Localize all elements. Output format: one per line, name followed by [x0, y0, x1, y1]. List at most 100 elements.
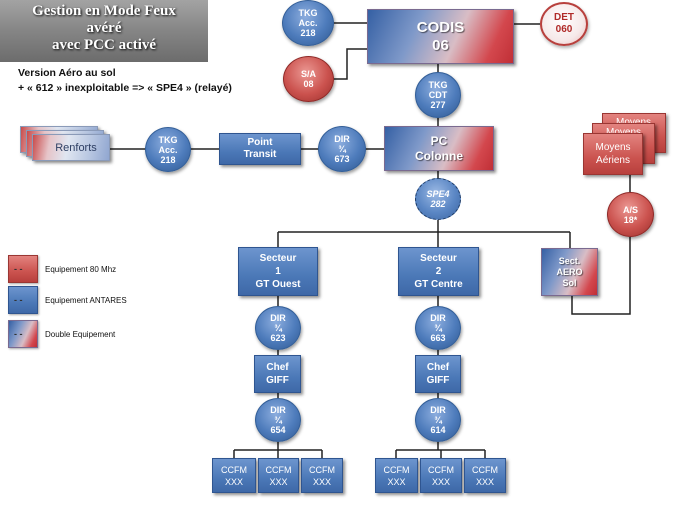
sect-aero-line-1: Sect. [558, 255, 581, 266]
ccfm-1-3-node: CCFM XXX [301, 458, 343, 493]
point-transit-node: Point Transit [219, 133, 301, 165]
title-line-2: avéré [86, 20, 122, 36]
sa-08-line-1: S/A [300, 69, 316, 79]
moyens-aeriens-line-1: Moyens [595, 142, 631, 153]
legend-swatch-antares: - - [8, 286, 38, 314]
dir-614-line-3: 614 [430, 425, 446, 435]
diagram-title-box: Gestion en Mode Feux avéré avec PCC acti… [0, 0, 208, 62]
legend-label-antares: Equipement ANTARES [45, 296, 127, 305]
codis-node: CODIS 06 [367, 9, 514, 64]
det-060-line-2: 060 [555, 24, 573, 35]
as-18-line-1: A/S [622, 204, 638, 215]
chef-giff-2-line-2: GIFF [426, 375, 450, 386]
ccfm-1-1-line-2: XXX [224, 476, 243, 487]
dir-663-line-3: 663 [430, 333, 446, 343]
ccfm-1-2-line-2: XXX [269, 476, 288, 487]
pc-colonne-line-1: PC [430, 133, 448, 148]
moyens-back-label-1: Moyens [616, 117, 651, 128]
chef-giff-2-line-1: Chef [426, 362, 450, 373]
ccfm-2-1-node: CCFM XXX [375, 458, 418, 493]
secteur-1-node: Secteur 1 GT Ouest [238, 247, 318, 296]
pc-colonne-node: PC Colonne [384, 126, 494, 171]
secteur-1-line-2: 1 [275, 266, 281, 277]
as-18-node: A/S 18* [607, 192, 654, 237]
secteur-2-line-3: GT Centre [414, 279, 463, 290]
legend-swatch-double: - - [8, 320, 38, 348]
dir-673-line-3: 673 [334, 154, 350, 164]
dir-654-line-2: ¾ [274, 415, 282, 425]
version-note: Version Aéro au sol [18, 67, 116, 79]
ccfm-1-3-line-1: CCFM [309, 464, 335, 475]
ccfm-1-1-line-1: CCFM [221, 464, 247, 475]
legend-label-double: Double Equipement [45, 330, 116, 339]
tkg-acc-left-line-2: Acc. [158, 144, 178, 155]
secteur-1-line-3: GT Ouest [255, 279, 301, 290]
sect-aero-sol-node: Sect. AERO Sol [541, 248, 598, 296]
dir-614-line-2: ¾ [434, 415, 442, 425]
moyens-aeriens-node: Moyens Aériens [583, 133, 643, 175]
secteur-2-line-1: Secteur [420, 253, 457, 264]
tkg-cdt-line-1: TKG [428, 80, 448, 90]
tkg-acc-top-line-1: TKG [298, 8, 318, 18]
chef-giff-2-node: Chef GIFF [415, 355, 461, 393]
connector-secteur-2-units [395, 449, 486, 458]
codis-line-1: CODIS [416, 18, 465, 36]
chef-giff-1-line-2: GIFF [266, 375, 289, 386]
moyens-aeriens-line-2: Aériens [596, 155, 630, 166]
point-transit-line-2: Transit [243, 149, 277, 160]
chef-giff-1-line-1: Chef [266, 362, 289, 373]
dir-673-node: DIR ¾ 673 [318, 126, 366, 172]
spe4-282-node: SPE4 282 [415, 178, 461, 220]
point-transit-line-1: Point [247, 137, 273, 148]
sa-08-line-2: 08 [303, 79, 314, 89]
renforts-node: Renforts [32, 134, 110, 161]
dir-623-node: DIR ¾ 623 [255, 306, 301, 350]
det-060-line-1: DET [554, 12, 574, 23]
info-note: + « 612 » inexploitable => « SPE4 » (rel… [18, 82, 232, 94]
tkg-acc-left-line-3: 218 [160, 154, 176, 165]
tkg-acc-top-node: TKG Acc. 218 [282, 0, 334, 46]
ccfm-2-1-line-2: XXX [387, 476, 406, 487]
connector-sa-codis [334, 48, 367, 80]
dir-673-line-1: DIR [334, 134, 350, 144]
legend-label-80mhz: Equipement 80 Mhz [45, 265, 117, 274]
title-line-3: avec PCC activé [51, 37, 157, 53]
legend-mark-antares: - - [14, 295, 23, 305]
sa-08-node: S/A 08 [283, 56, 334, 102]
ccfm-2-1-line-1: CCFM [383, 464, 410, 475]
sect-aero-line-3: Sol [562, 277, 577, 288]
legend-mark-double: - - [14, 329, 23, 339]
tkg-acc-left-line-1: TKG [158, 134, 178, 145]
ccfm-2-3-line-2: XXX [475, 476, 494, 487]
tkg-cdt-line-3: 277 [430, 100, 446, 110]
ccfm-2-3-line-1: CCFM [472, 464, 498, 475]
connector-as-sect-aero [571, 237, 631, 315]
spe4-line-2: 282 [430, 199, 446, 209]
ccfm-2-2-line-2: XXX [431, 476, 450, 487]
legend-mark-80mhz: - - [14, 264, 23, 274]
renforts-label: Renforts [55, 141, 97, 154]
pc-colonne-line-2: Colonne [415, 148, 463, 163]
moyens-back-label-2: Moyens [606, 127, 641, 138]
tkg-acc-top-line-3: 218 [300, 28, 316, 38]
ccfm-2-3-node: CCFM XXX [464, 458, 506, 493]
dir-654-line-3: 654 [270, 425, 286, 435]
dir-654-node: DIR ¾ 654 [255, 398, 301, 442]
sect-aero-line-2: AERO [556, 266, 583, 277]
connector-secteur-1-units [233, 449, 323, 458]
dir-663-line-2: ¾ [434, 323, 442, 333]
dir-663-line-1: DIR [430, 313, 446, 323]
det-060-node: DET 060 [540, 2, 588, 46]
codis-line-2: 06 [432, 36, 449, 54]
ccfm-1-1-node: CCFM XXX [212, 458, 256, 493]
dir-663-node: DIR ¾ 663 [415, 306, 461, 350]
tkg-acc-left-node: TKG Acc. 218 [145, 127, 191, 172]
chef-giff-1-node: Chef GIFF [254, 355, 301, 393]
dir-623-line-1: DIR [270, 313, 286, 323]
secteur-2-line-2: 2 [435, 266, 442, 277]
dir-614-node: DIR ¾ 614 [415, 398, 461, 442]
dir-623-line-3: 623 [270, 333, 286, 343]
ccfm-2-2-node: CCFM XXX [420, 458, 462, 493]
title-line-1: Gestion en Mode Feux [32, 3, 176, 19]
dir-623-line-2: ¾ [274, 323, 282, 333]
